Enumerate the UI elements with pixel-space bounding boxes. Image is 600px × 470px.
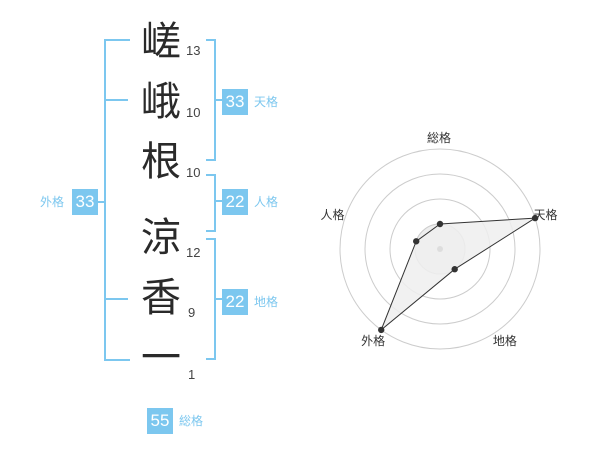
name-char-5: 香 [141,275,181,321]
radar-ring-2 [389,198,491,300]
stroke-count-3: 10 [186,165,201,180]
gaikaku-bracket [104,39,130,361]
chikaku-label: 地格 [254,295,279,309]
jinkaku-label: 人格 [254,195,279,209]
jinkaku-value-badge: 22 [222,189,248,215]
stroke-count-5: 9 [188,305,196,320]
stroke-count-6: 1 [188,367,196,382]
radar-axis-label-5: 人格 [320,208,345,223]
jinkaku-bracket [206,174,216,232]
chikaku-value-badge: 22 [222,289,248,315]
stroke-count-4: 12 [186,245,201,260]
tenkaku-connector [216,99,224,101]
radar-point-2 [531,214,539,222]
tenkaku-label: 天格 [254,95,279,109]
stroke-count-1: 13 [186,43,201,58]
gaikaku-label: 外格 [40,195,65,209]
gaikaku-value-badge: 33 [72,189,98,215]
radar-point-1 [436,220,444,228]
radar-point-5 [413,238,420,245]
name-char-1: 嵯 [141,19,181,65]
radar-ring-3 [364,173,516,325]
radar-ring-4 [339,148,541,350]
chikaku-connector [216,298,224,300]
jinkaku-connector [216,200,224,202]
radar-axis-label-4: 外格 [361,333,386,348]
soukaku-value-badge: 55 [147,408,173,434]
name-char-4: 涼 [141,215,181,261]
chikaku-bracket [206,238,216,360]
radar-polygon [380,217,536,331]
radar-axis-label-1: 総格 [427,131,452,145]
radar-axis-label-2: 天格 [533,208,558,223]
radar-center-dot [437,246,443,252]
stroke-count-2: 10 [186,105,201,120]
name-char-3: 根 [141,139,181,185]
gaikaku-bracket-tick-bottom [104,298,128,300]
soukaku-label: 総格 [179,414,204,428]
radar-axis-label-3: 地格 [492,333,517,348]
radar-point-3 [451,266,458,273]
radar-point-4 [378,326,385,334]
tenkaku-bracket [206,39,216,161]
gaikaku-bracket-tick-top [104,99,128,101]
tenkaku-value-badge: 33 [222,89,248,115]
name-char-6: 一 [141,335,181,381]
name-char-2: 峨 [141,79,181,125]
gaikaku-connector [94,201,104,203]
